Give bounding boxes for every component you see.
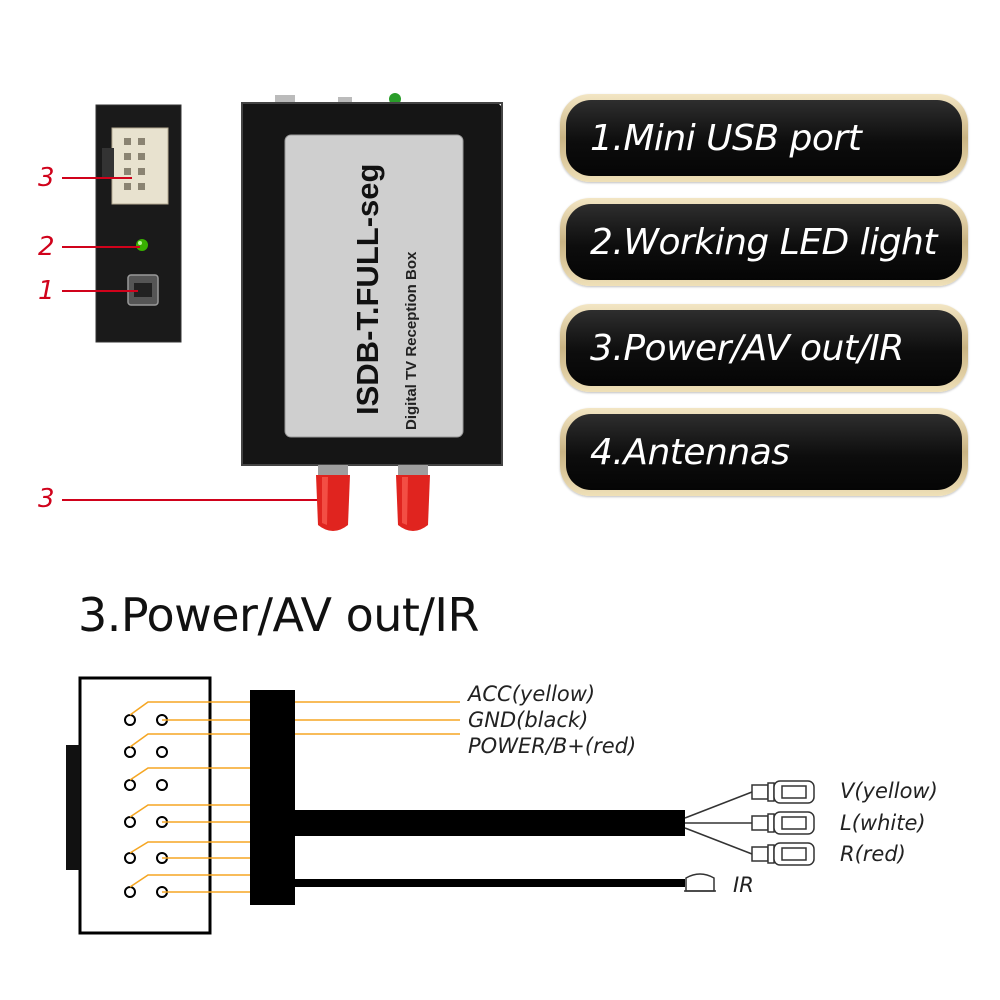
section-title: 3.Power/AV out/IR (78, 588, 479, 642)
rca-plugs (751, 780, 815, 866)
callout-label: 4.Antennas (590, 431, 790, 473)
ir-receiver (685, 873, 715, 892)
callout-antennas: 4.Antennas (560, 408, 968, 496)
marker-usb: 1 (38, 276, 55, 306)
callout-led: 2.Working LED light (560, 198, 968, 286)
device-title: ISDB-T.FULL-seg (350, 164, 385, 415)
wire-label-power: POWER/B+(red) (468, 734, 637, 758)
marker-connector: 3 (38, 163, 55, 193)
callout-mini-usb: 1.Mini USB port (560, 94, 968, 182)
marker-led: 2 (38, 232, 55, 262)
callout-label: 3.Power/AV out/IR (590, 327, 904, 369)
antenna-1 (316, 465, 350, 531)
marker-lines (62, 177, 318, 501)
wire-label-video: V(yellow) (840, 779, 938, 803)
wire-label-gnd: GND(black) (468, 708, 589, 732)
wire-label-ir: IR (733, 873, 754, 897)
wire-label-acc: ACC(yellow) (468, 682, 596, 706)
wiring-diagram (66, 676, 815, 935)
marker-antenna: 3 (38, 484, 55, 514)
device-box: ISDB-T.FULL-seg Digital TV Reception Box (241, 93, 503, 531)
callout-label: 1.Mini USB port (590, 117, 862, 159)
device-subtitle: Digital TV Reception Box (403, 251, 420, 430)
callout-label: 2.Working LED light (590, 221, 937, 263)
wire-label-right: R(red) (840, 842, 906, 866)
antenna-2 (396, 465, 430, 531)
device-end-view (95, 104, 182, 343)
callout-power-av-ir: 3.Power/AV out/IR (560, 304, 968, 392)
wire-label-left: L(white) (840, 811, 926, 835)
